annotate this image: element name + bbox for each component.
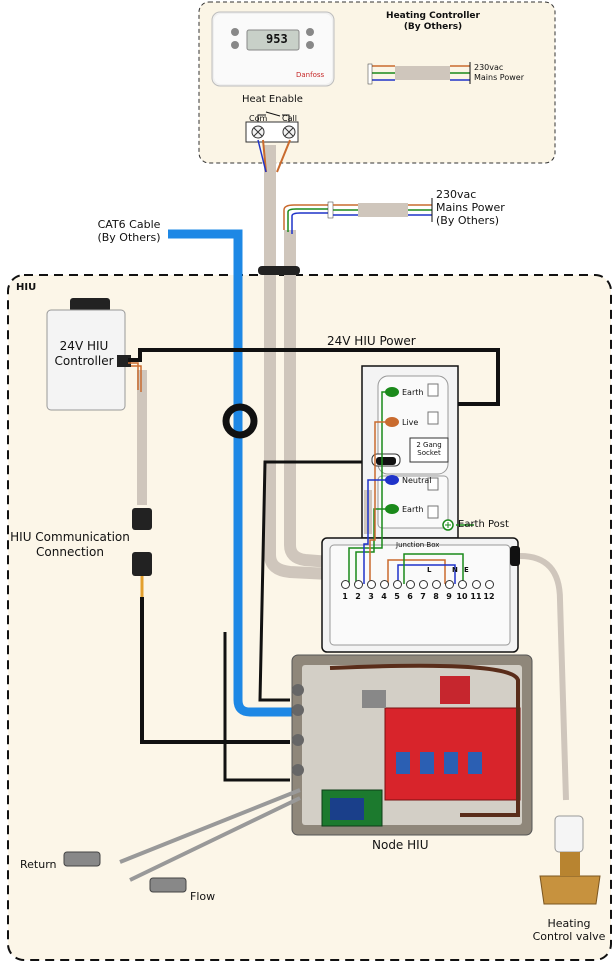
heating-controller-title-line2: (By Others) <box>403 22 463 32</box>
jb-terminal-screw <box>393 580 402 589</box>
heat-enable-cable <box>264 145 331 580</box>
return-label: Return <box>20 858 57 871</box>
socket-earth-bottom: Earth <box>402 505 424 514</box>
hiu-controller-line1: 24V HIU <box>59 339 109 353</box>
power-wire <box>128 348 500 406</box>
jb-letter-l: L <box>427 566 432 574</box>
jb-wiring <box>348 391 464 584</box>
thermostat-brand: Danfoss <box>296 71 325 79</box>
mains-cable-end <box>283 198 433 234</box>
heating-controller-title-line1: Heating Controller <box>386 11 480 21</box>
thermostat-icon <box>211 11 335 87</box>
socket-panel <box>361 365 459 539</box>
jb-terminal-number: 10 <box>456 592 468 601</box>
cat6-line2: (By Others) <box>97 231 161 244</box>
flow-sensor <box>149 877 187 893</box>
junction-box <box>321 537 519 653</box>
socket-gang-label: 2 Gang Socket <box>410 441 448 457</box>
hiu-power-label: 24V HIU Power <box>327 334 416 348</box>
jb-terminal-number: 2 <box>355 592 361 601</box>
hiu-comm-label: HIU Communication Connection <box>8 530 132 560</box>
hiu-controller-line2: Controller <box>54 354 114 368</box>
jb-terminal-number: 11 <box>470 592 482 601</box>
valve-line1: Heating <box>547 917 591 930</box>
heating-controller-title: Heating Controller (By Others) <box>378 11 488 33</box>
hiu-controller <box>46 298 131 411</box>
jb-terminal-screw <box>485 580 494 589</box>
mains-line1: 230vac <box>436 188 477 201</box>
heat-enable-terminal <box>245 111 299 143</box>
jb-terminal-screw <box>472 580 481 589</box>
heat-enable-label: Heat Enable <box>242 94 303 105</box>
jb-terminal-screw <box>354 580 363 589</box>
cable-coil <box>222 403 258 439</box>
controller-mains-cable <box>367 62 471 85</box>
socket-gang-line2: Socket <box>417 449 441 457</box>
jb-letter-n: N <box>452 566 458 574</box>
jb-terminal-screw <box>367 580 376 589</box>
earth-post-label: Earth Post <box>458 519 509 530</box>
controller-mains-line1: 230vac <box>474 63 504 72</box>
jb-terminal-screw <box>432 580 441 589</box>
jb-terminal-number: 1 <box>342 592 348 601</box>
hiu-comm-line1: HIU Communication <box>10 530 130 544</box>
controller-mains-label: 230vac Mains Power <box>474 63 524 83</box>
valve-line2: Control valve <box>532 930 606 943</box>
jb-terminal-screw <box>406 580 415 589</box>
cat6-line1: CAT6 Cable <box>97 218 161 231</box>
jb-terminal-number: 6 <box>407 592 413 601</box>
node-hiu-label: Node HIU <box>372 838 429 852</box>
jb-terminal-screw <box>445 580 454 589</box>
jb-terminal-number: 3 <box>368 592 374 601</box>
valve-icon <box>539 815 601 905</box>
hiu-comm-line2: Connection <box>36 545 104 559</box>
jb-terminal-number: 8 <box>433 592 439 601</box>
com-label: Com <box>249 114 268 123</box>
pipe-cables <box>119 788 301 882</box>
hiu-title: HIU <box>16 282 37 293</box>
jb-letter-e: E <box>464 566 469 574</box>
jb-terminal-screw <box>341 580 350 589</box>
cat6-label: CAT6 Cable (By Others) <box>93 218 165 244</box>
hiu-controller-label: 24V HIU Controller <box>50 339 118 369</box>
socket-neutral: Neutral <box>402 476 432 485</box>
valve-cable <box>519 553 569 801</box>
jb-terminal-screw <box>458 580 467 589</box>
mains-line2: Mains Power <box>436 201 505 214</box>
mains-line3: (By Others) <box>436 214 500 227</box>
jb-terminal-number: 12 <box>483 592 495 601</box>
socket-earth-top: Earth <box>402 388 424 397</box>
comm-connector <box>132 508 152 597</box>
controller-mains-line2: Mains Power <box>474 73 524 82</box>
jb-terminal-number: 9 <box>446 592 452 601</box>
valve-label: Heating Control valve <box>528 917 610 943</box>
junction-box-title: Junction Box <box>396 541 440 549</box>
socket-live: Live <box>402 418 419 427</box>
call-label: Call <box>282 114 297 123</box>
cat6-cable <box>168 229 370 717</box>
node-hiu-box <box>291 654 533 836</box>
mains-cable <box>284 230 331 568</box>
jb-terminal-number: 7 <box>420 592 426 601</box>
socket-gang-line1: 2 Gang <box>416 441 442 449</box>
jb-terminal-number: 5 <box>394 592 400 601</box>
flow-label: Flow <box>190 890 216 903</box>
cable-tie <box>258 266 300 275</box>
mains-label: 230vac Mains Power (By Others) <box>436 188 505 227</box>
return-sensor <box>63 851 101 867</box>
jb-terminal-screw <box>380 580 389 589</box>
jb-terminal-number: 4 <box>381 592 387 601</box>
jb-terminal-screw <box>419 580 428 589</box>
thermostat-display: 953 <box>266 32 288 46</box>
